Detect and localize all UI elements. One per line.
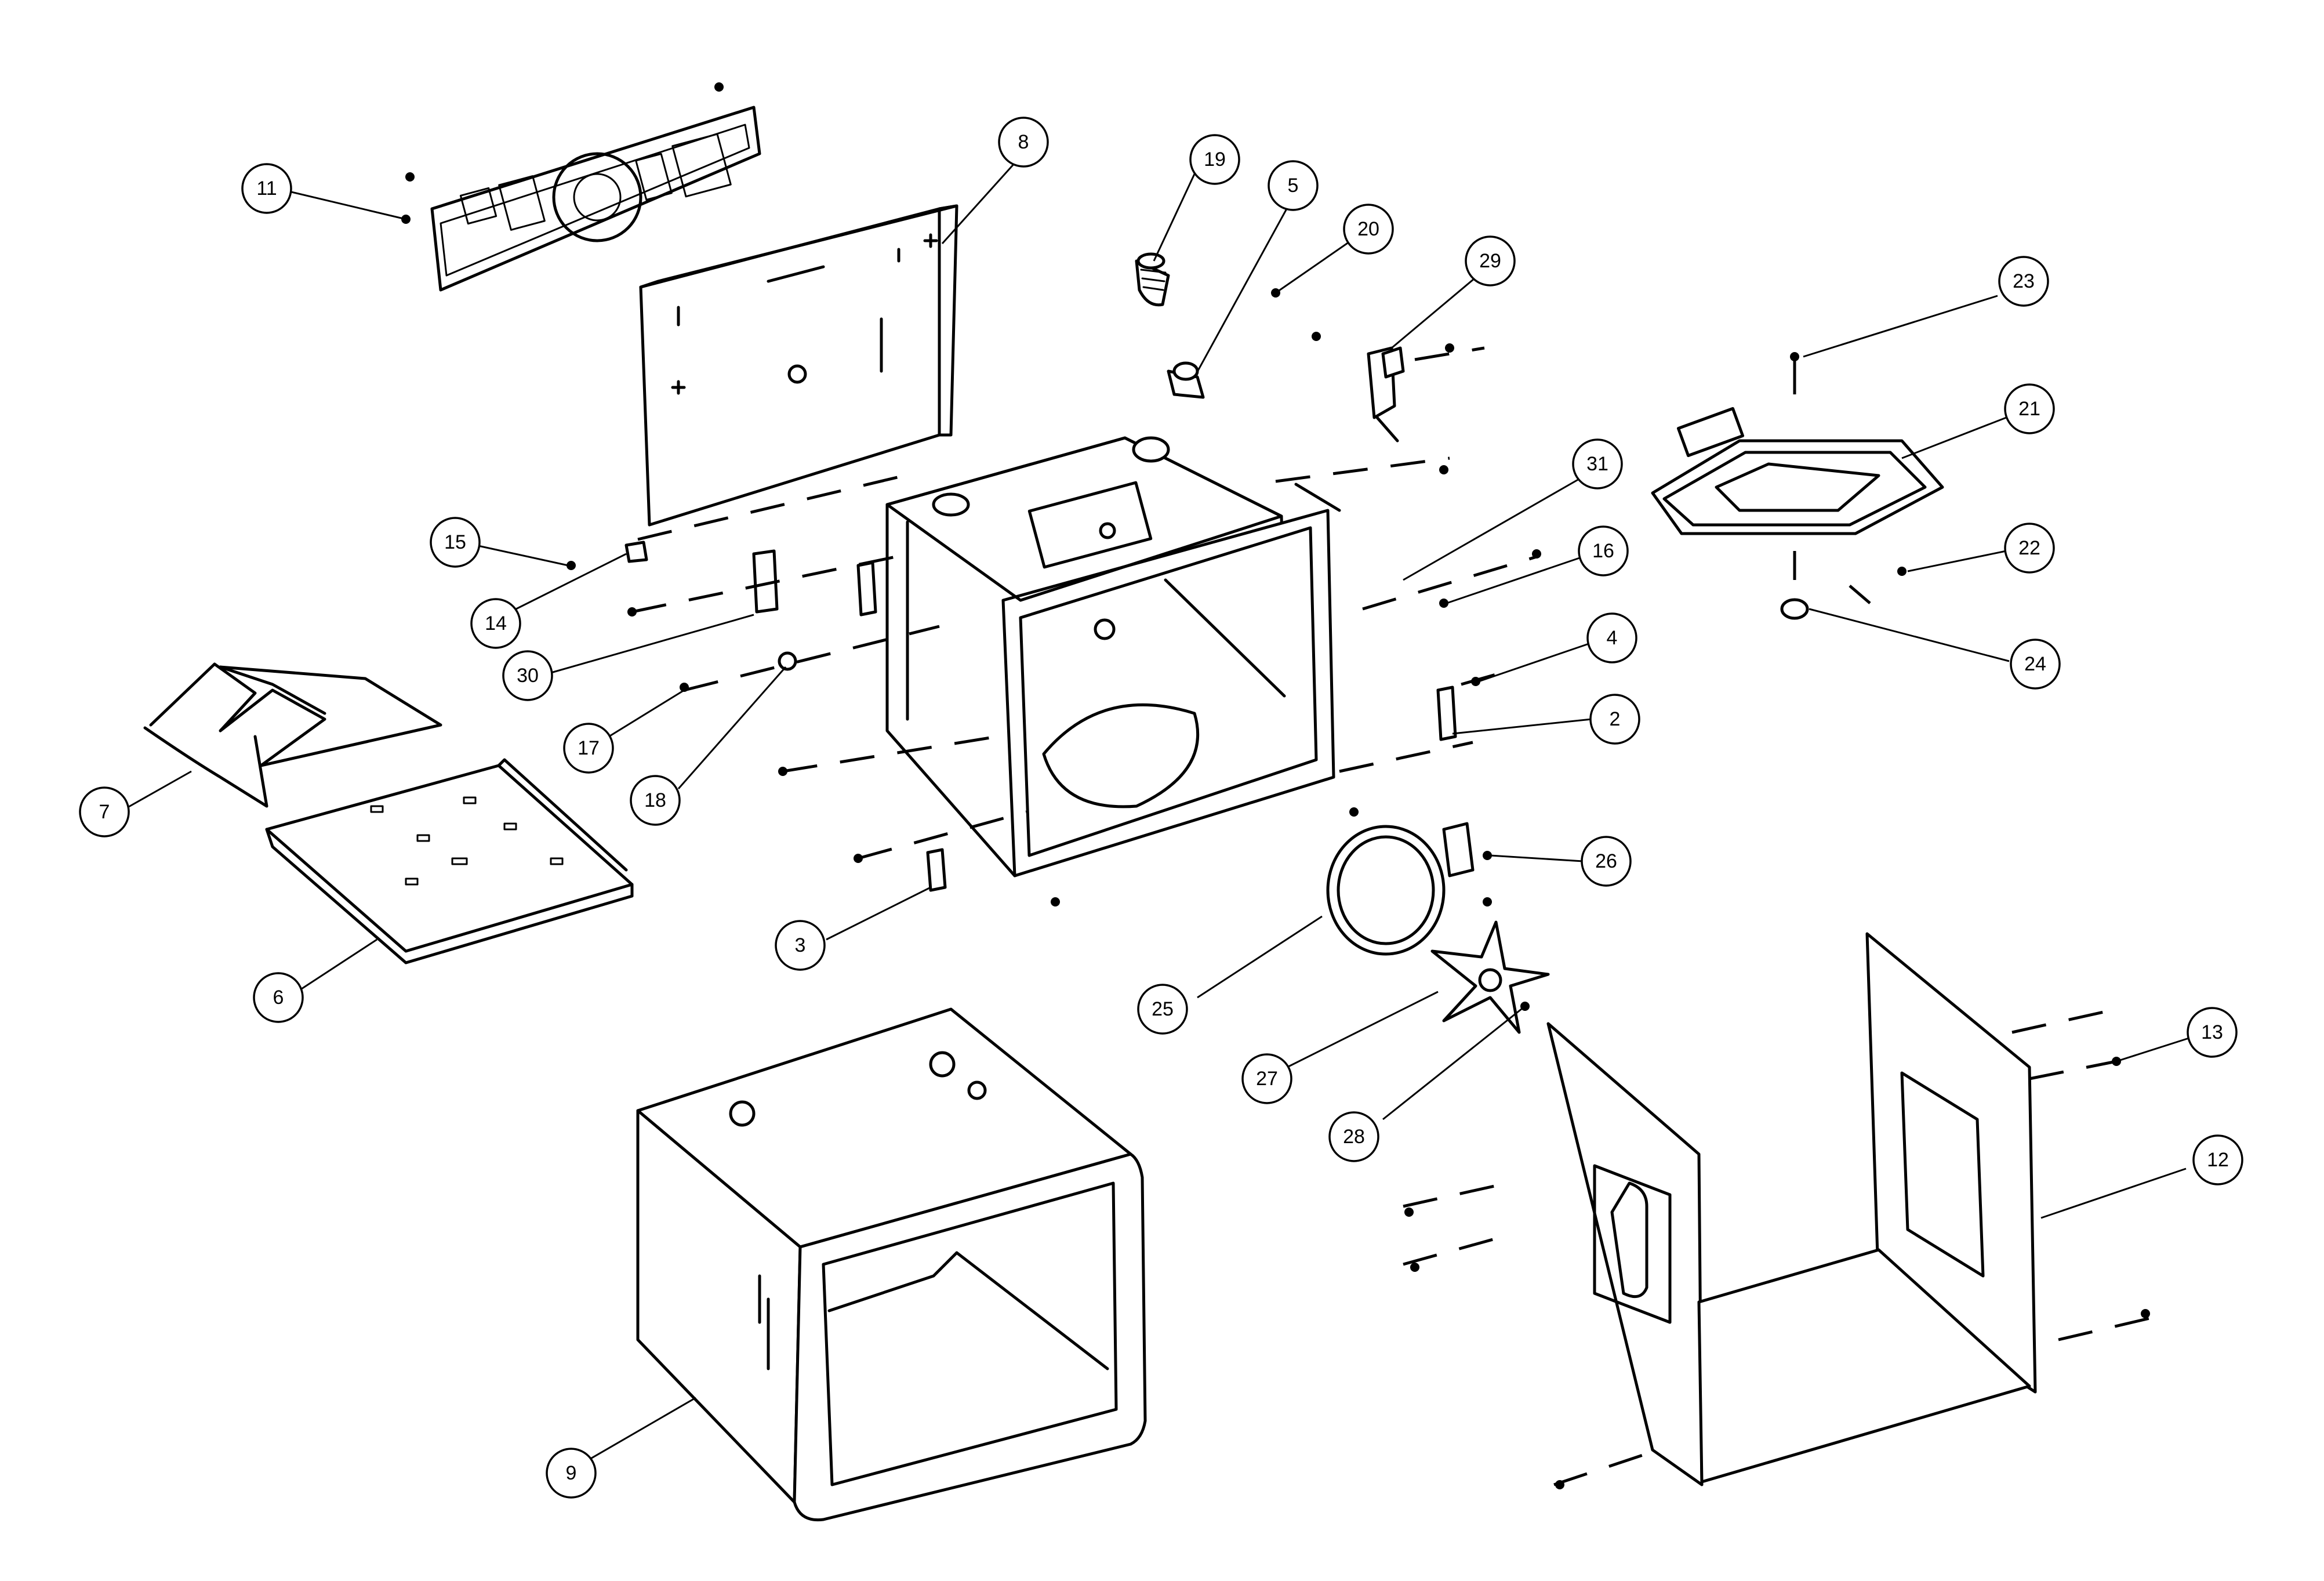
callout-24: 24	[2010, 639, 2061, 690]
svg-text:29: 29	[1479, 250, 1501, 272]
callout-25: 25	[1137, 984, 1188, 1035]
callout-9: 9	[546, 1448, 597, 1499]
callout-14: 14	[470, 598, 521, 649]
callout-12: 12	[2192, 1134, 2243, 1185]
part-7-lower-element	[143, 662, 442, 808]
part-29-hinge-bracket	[1367, 346, 1405, 443]
callout-21: 21	[2004, 383, 2055, 434]
screw-16	[1439, 599, 1448, 608]
callout-5: 5	[1268, 160, 1319, 211]
screw-23	[1790, 352, 1799, 361]
callout-30: 30	[502, 650, 553, 701]
svg-text:9: 9	[566, 1462, 577, 1484]
svg-text:25: 25	[1152, 998, 1174, 1020]
svg-text:4: 4	[1607, 627, 1618, 649]
svg-text:26: 26	[1595, 850, 1617, 872]
svg-text:31: 31	[1586, 453, 1608, 475]
part-6-bottom-plate	[265, 758, 634, 964]
screws	[567, 288, 2150, 1489]
svg-text:7: 7	[99, 801, 110, 823]
svg-text:23: 23	[2013, 270, 2035, 292]
svg-text:12: 12	[2207, 1149, 2229, 1171]
svg-text:2: 2	[1610, 708, 1621, 730]
part-27-fan	[1430, 920, 1550, 1034]
part-24-grommet	[1780, 598, 1809, 620]
svg-text:20: 20	[1357, 218, 1379, 240]
svg-text:5: 5	[1288, 175, 1299, 197]
callout-27: 27	[1241, 1053, 1292, 1104]
callout-18: 18	[630, 775, 681, 826]
callout-29: 29	[1465, 235, 1516, 287]
svg-text:17: 17	[578, 737, 600, 759]
part-9-outer-casing	[636, 1007, 1147, 1522]
svg-text:24: 24	[2024, 653, 2046, 675]
svg-text:3: 3	[795, 934, 806, 956]
leader-lines	[124, 155, 2189, 1463]
svg-text:30: 30	[517, 665, 539, 687]
oven-cavity	[885, 436, 1335, 877]
callout-20: 20	[1343, 204, 1394, 255]
svg-text:27: 27	[1256, 1068, 1278, 1090]
screw-22	[1897, 567, 1907, 576]
svg-text:16: 16	[1592, 540, 1614, 562]
callout-8: 8	[998, 117, 1049, 168]
callout-11: 11	[241, 163, 292, 214]
svg-text:28: 28	[1343, 1126, 1365, 1148]
callout-19: 19	[1189, 134, 1240, 185]
svg-text:22: 22	[2018, 537, 2040, 559]
callout-22: 22	[2004, 523, 2055, 574]
callout-4: 4	[1586, 612, 1637, 663]
screw-4	[1471, 677, 1480, 686]
svg-text:14: 14	[485, 612, 507, 634]
callout-15: 15	[430, 517, 481, 568]
callout-6: 6	[253, 972, 304, 1023]
svg-text:18: 18	[644, 789, 666, 811]
callout-17: 17	[563, 723, 614, 774]
screw-26	[1483, 851, 1492, 860]
svg-text:21: 21	[2018, 398, 2040, 420]
callout-2: 2	[1589, 694, 1640, 745]
screw-15	[567, 561, 576, 570]
callout-28: 28	[1328, 1111, 1379, 1162]
small-parts-right	[1294, 483, 1457, 741]
part-19-knob	[1135, 252, 1170, 307]
assembly-lines	[631, 346, 2158, 1486]
svg-text:13: 13	[2201, 1021, 2223, 1043]
part-12-rear-housing	[1546, 932, 2037, 1486]
svg-text:8: 8	[1018, 131, 1029, 153]
callout-16: 16	[1578, 525, 1629, 576]
callout-26: 26	[1581, 836, 1632, 887]
part-21-grill-element	[1651, 407, 1944, 535]
callout-7: 7	[79, 786, 130, 837]
svg-text:11: 11	[256, 177, 277, 200]
part-11-control-bracket	[401, 82, 761, 292]
part-8-top-panel	[639, 204, 958, 527]
svg-text:19: 19	[1204, 148, 1226, 171]
part-5-lamp	[1167, 361, 1205, 399]
svg-text:6: 6	[273, 987, 284, 1009]
svg-text:15: 15	[444, 531, 466, 553]
callout-13: 13	[2187, 1007, 2238, 1058]
callout-3: 3	[775, 920, 826, 971]
screw-17	[680, 683, 689, 692]
part-25-convection-element	[1326, 822, 1475, 956]
callout-23: 23	[1998, 256, 2049, 307]
callout-31: 31	[1572, 438, 1623, 489]
